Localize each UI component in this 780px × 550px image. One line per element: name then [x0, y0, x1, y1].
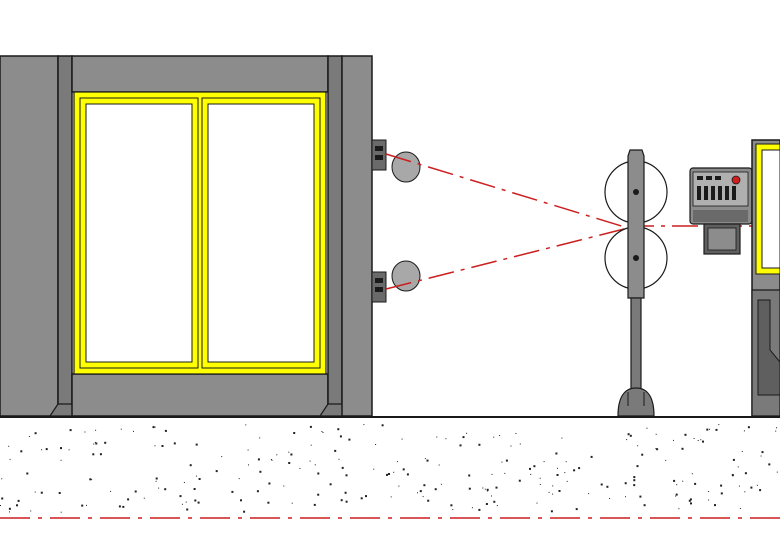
top-header [71, 55, 329, 93]
sensor-receiver-icon [689, 167, 753, 255]
sensor-emitter-icon [371, 139, 421, 303]
ground [0, 416, 780, 519]
emitter-upper [371, 139, 421, 183]
deflection-mirror-icon [604, 149, 668, 417]
door-leaf-left [79, 97, 199, 369]
receiver-keypad [697, 175, 741, 200]
right-machine [751, 139, 780, 417]
door-leaf-right [201, 97, 321, 369]
left-side-panel [0, 55, 59, 417]
bottom-rail [71, 373, 329, 417]
right-post [327, 55, 343, 417]
machine-enclosure [0, 55, 373, 417]
right-side-panel [341, 55, 373, 417]
left-post [57, 55, 73, 417]
light-beams [385, 153, 780, 290]
emitter-lower [371, 260, 421, 303]
ground-speckles [0, 424, 778, 513]
